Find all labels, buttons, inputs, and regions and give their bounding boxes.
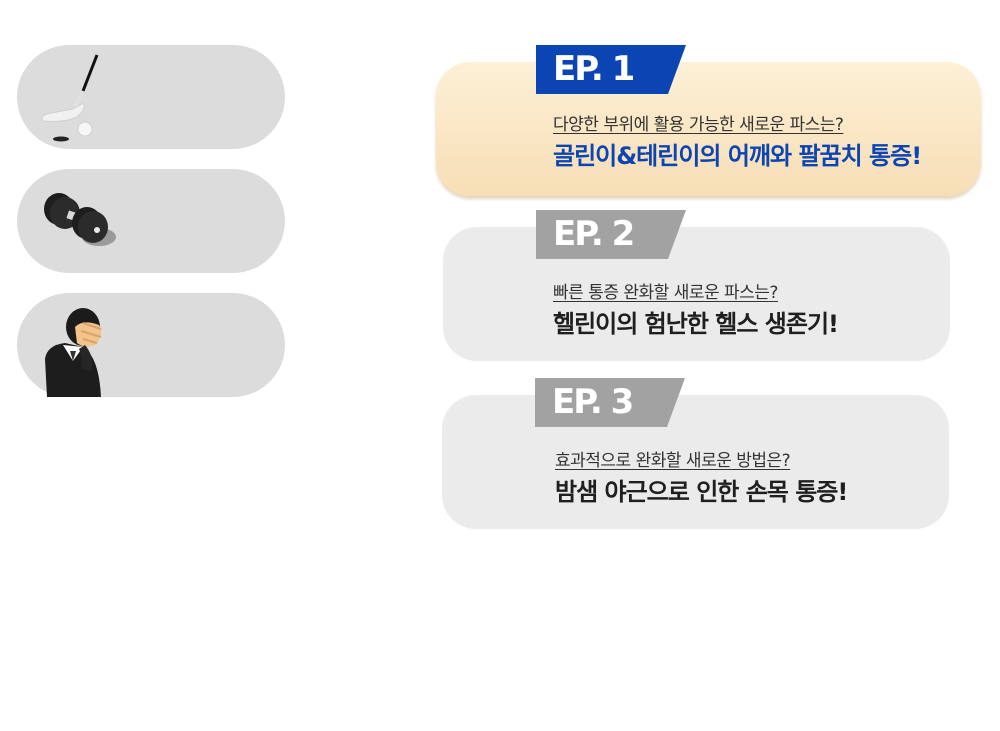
thumbnail-stressed-worker[interactable] bbox=[17, 293, 285, 397]
thumbnail-golf[interactable] bbox=[17, 45, 285, 149]
episode-card-2[interactable]: EP. 2 빠른 통증 완화할 새로운 파스는? 헬린이의 험난한 헬스 생존기… bbox=[443, 210, 950, 361]
episode-tag: EP. 1 bbox=[536, 45, 686, 94]
episode-headline: 밤샘 야근으로 인한 손목 통증! bbox=[555, 478, 848, 506]
episode-card-1[interactable]: EP. 1 다양한 부위에 활용 가능한 새로운 파스는? 골린이&테린이의 어… bbox=[436, 45, 981, 196]
episode-question: 빠른 통증 완화할 새로운 파스는? bbox=[553, 283, 778, 303]
episode-tag: EP. 2 bbox=[536, 210, 686, 259]
episode-headline: 골린이&테린이의 어깨와 팔꿈치 통증! bbox=[553, 142, 922, 170]
thumbnail-dumbbell[interactable] bbox=[17, 169, 285, 273]
episode-headline: 헬린이의 험난한 헬스 생존기! bbox=[553, 310, 839, 338]
episode-question: 다양한 부위에 활용 가능한 새로운 파스는? bbox=[553, 115, 844, 135]
episode-card-3[interactable]: EP. 3 효과적으로 완화할 새로운 방법은? 밤샘 야근으로 인한 손목 통… bbox=[442, 378, 949, 529]
episode-tag: EP. 3 bbox=[535, 378, 685, 427]
episode-question: 효과적으로 완화할 새로운 방법은? bbox=[555, 451, 791, 471]
golf-club-icon bbox=[41, 54, 99, 142]
stressed-person-icon bbox=[45, 308, 102, 397]
dumbbell-icon bbox=[44, 193, 116, 246]
